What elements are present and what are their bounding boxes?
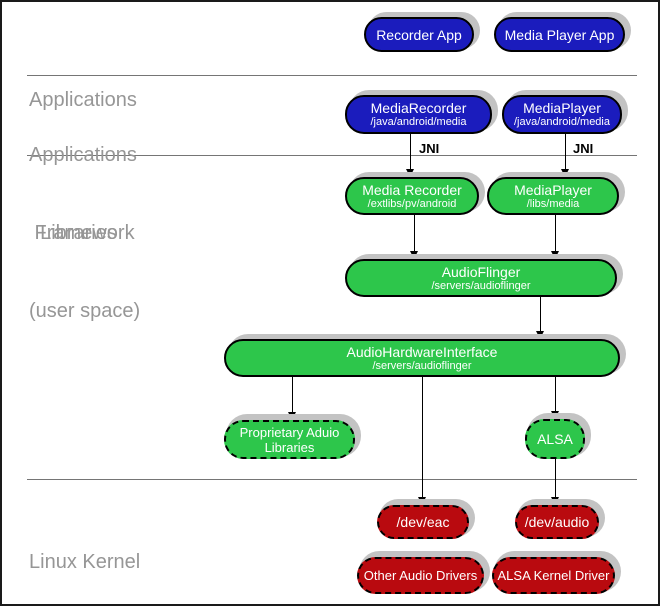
edge-ahi-to-deveac-line: [422, 377, 423, 497]
edge-ahi-to-alsa-line: [555, 377, 556, 411]
node-subtitle: /extlibs/pv/android: [367, 197, 457, 210]
node-mediaplayer-framework: MediaPlayer /java/android/media: [502, 95, 622, 134]
edge-label-jni-left: JNI: [419, 141, 440, 156]
node-title: MediaPlayer: [514, 181, 592, 198]
edge-playerlib-to-audioflinger-arrowhead: [551, 251, 559, 259]
edge-recorderlib-to-audioflinger-arrowhead: [410, 251, 418, 259]
section-divider-kernel: [27, 479, 637, 480]
edge-label-jni-right: JNI: [573, 141, 594, 156]
section-divider-framework: [27, 155, 637, 156]
node-mediaplayer-lib: MediaPlayer /libs/media: [487, 177, 619, 215]
node-title: /dev/audio: [524, 514, 590, 530]
node-media-player-app: Media Player App: [494, 17, 625, 52]
edge-ahi-to-proprietary-arrowhead: [288, 412, 296, 420]
edge-playerlib-to-audioflinger-line: [555, 215, 556, 251]
node-subtitle: /libs/media: [526, 197, 580, 210]
node-title: MediaPlayer: [523, 100, 601, 116]
section-label-text: (user space): [29, 300, 141, 322]
node-title: AudioHardwareInterface: [346, 343, 498, 360]
node-audioflinger: AudioFlinger /servers/audioflinger: [345, 259, 617, 297]
node-recorder-app: Recorder App: [364, 17, 474, 52]
node-title: MediaRecorder: [370, 100, 467, 116]
edge-audioflinger-to-ahi-line: [540, 297, 541, 331]
node-title: Media Recorder: [362, 181, 462, 198]
section-label-text: Linux Kernel: [29, 551, 141, 573]
edge-mediarecorder-jni-arrowhead: [406, 169, 414, 177]
node-proprietary-audio-libraries: Proprietary Aduio Libraries: [224, 420, 355, 459]
node-title: Other Audio Drivers: [363, 567, 478, 583]
node-title: ALSA Kernel Driver: [497, 567, 610, 583]
node-title: AudioFlinger: [441, 263, 521, 280]
section-label-framework: Applications Framework: [29, 90, 137, 298]
section-label-text: Libraries: [29, 222, 117, 244]
edge-ahi-to-deveac-arrowhead: [418, 497, 426, 505]
node-alsa-kernel-driver: ALSA Kernel Driver: [492, 557, 615, 594]
node-title: Media Player App: [504, 26, 615, 43]
node-subtitle: /java/android/media: [370, 116, 467, 128]
section-divider-applications: [27, 75, 637, 76]
node-other-audio-drivers: Other Audio Drivers: [357, 557, 484, 594]
edge-audioflinger-to-ahi-arrowhead: [536, 331, 544, 339]
section-label-libraries: Libraries (user space): [29, 168, 140, 376]
node-mediarecorder-framework: MediaRecorder /java/android/media: [345, 95, 492, 134]
edge-recorderlib-to-audioflinger-line: [414, 215, 415, 251]
edge-ahi-to-proprietary-line: [292, 377, 293, 412]
node-subtitle: /java/android/media: [513, 116, 610, 128]
section-label-text: Applications: [29, 89, 137, 111]
node-dev-audio: /dev/audio: [515, 505, 599, 539]
section-label-text: Framework: [29, 222, 135, 244]
node-title: ALSA: [537, 431, 573, 447]
edge-mediaplayer-jni-line: [565, 134, 566, 169]
node-title: Recorder App: [376, 26, 462, 43]
section-label-applications: Applications: [29, 35, 137, 165]
node-subtitle: /servers/audioflinger: [431, 279, 531, 292]
edge-mediarecorder-jni-line: [410, 134, 411, 169]
edge-alsa-to-devaudio-line: [555, 459, 556, 497]
section-label-text: Applications: [29, 144, 137, 166]
edge-alsa-to-devaudio-arrowhead: [551, 497, 559, 505]
section-label-linux-kernel: Linux Kernel: [29, 497, 141, 604]
node-title: /dev/eac: [396, 514, 450, 530]
edge-ahi-to-alsa-arrowhead: [551, 411, 559, 419]
node-alsa: ALSA: [525, 419, 585, 459]
node-subtitle: /servers/audioflinger: [372, 359, 472, 372]
node-dev-eac: /dev/eac: [377, 505, 469, 539]
edge-mediaplayer-jni-arrowhead: [561, 169, 569, 177]
node-media-recorder-lib: Media Recorder /extlibs/pv/android: [345, 177, 479, 215]
node-title: Proprietary Aduio Libraries: [239, 424, 340, 455]
node-audiohardwareinterface: AudioHardwareInterface /servers/audiofli…: [224, 339, 620, 377]
